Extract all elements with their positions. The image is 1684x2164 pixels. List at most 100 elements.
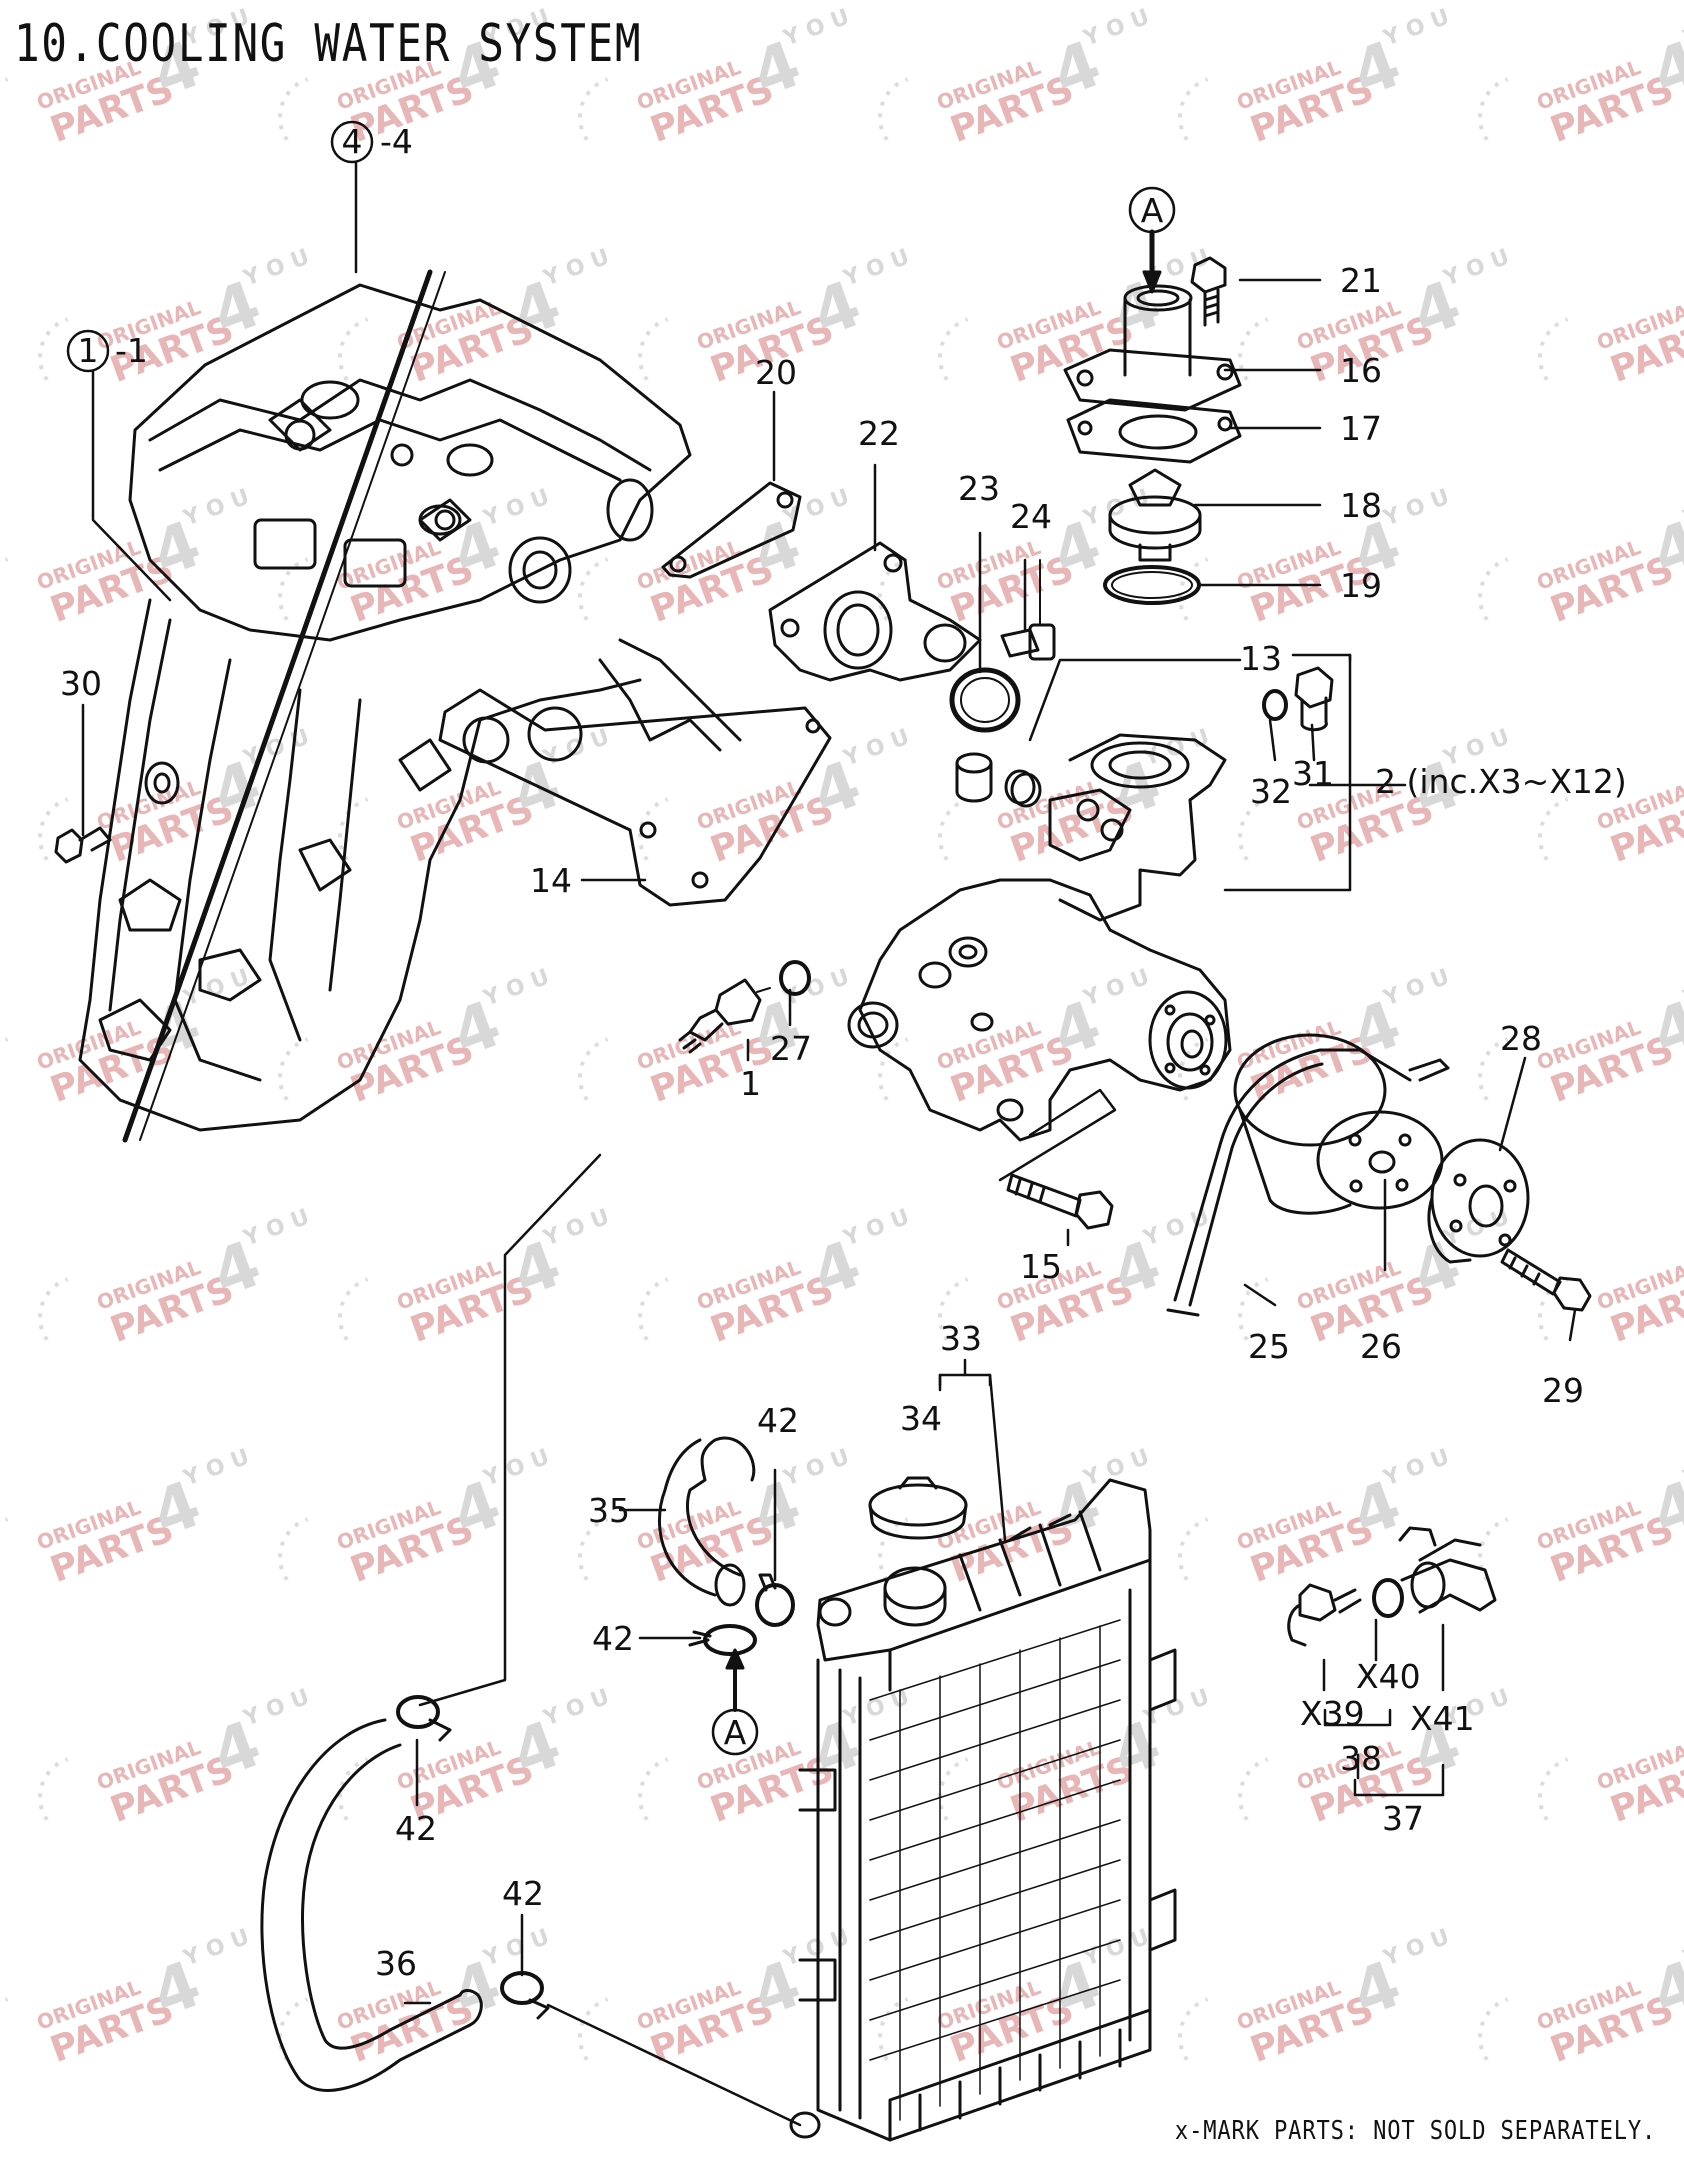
- watermark-you: Y O U: [239, 1685, 312, 1732]
- ref-4-number: 4: [342, 122, 363, 161]
- part-label-14: 14: [530, 861, 572, 900]
- radiator-33-drawing: [789, 1478, 1177, 2142]
- bracket-37: [1353, 1763, 1445, 1797]
- watermark-arc: [1538, 317, 1569, 382]
- watermark-arc: [1478, 557, 1509, 622]
- hose-clamp-42-lower-lower: [500, 1971, 550, 2020]
- watermark-you: Y O U: [539, 1205, 612, 1252]
- watermark-you: Y O U: [779, 1445, 852, 1492]
- part-label-24: 24: [1010, 497, 1052, 536]
- watermark-arc: [938, 1757, 969, 1822]
- watermark-arc: [878, 77, 909, 142]
- ref-4-circle: [330, 120, 374, 164]
- bush-13-drawing: [955, 752, 1042, 808]
- part-label-13: 13: [1240, 639, 1282, 678]
- part-label-42-a: 42: [757, 1401, 799, 1440]
- v-belt-25-drawing: [1166, 1048, 1450, 1317]
- gasket-17-drawing: [1066, 398, 1242, 464]
- watermark-arc: [1238, 797, 1269, 862]
- part-label-26: 26: [1360, 1327, 1402, 1366]
- part-label-16: 16: [1340, 351, 1382, 390]
- part-label-19: 19: [1340, 566, 1382, 605]
- watermark-arc: [1478, 1037, 1509, 1102]
- watermark-arc: [38, 1757, 69, 1822]
- watermark-you: Y O U: [1379, 485, 1452, 532]
- watermark-arc: [0, 557, 9, 622]
- part-label-21: 21: [1340, 261, 1382, 300]
- thermostat-18-drawing: [1108, 468, 1202, 562]
- watermark-you: Y O U: [1379, 1925, 1452, 1972]
- part-label-23: 23: [958, 469, 1000, 508]
- watermark-arc: [1238, 1277, 1269, 1342]
- thermostat-cover-22-drawing: [768, 541, 982, 682]
- ref-4-suffix: -4: [380, 122, 413, 161]
- thermostat-housing-16-drawing: [1063, 284, 1242, 412]
- washer-27-drawing: [779, 960, 811, 996]
- watermark-you: Y O U: [1379, 965, 1452, 1012]
- watermark-arc: [38, 317, 69, 382]
- part-label-33: 33: [940, 1319, 982, 1358]
- watermark-arc: [938, 797, 969, 862]
- watermark-arc: [638, 797, 669, 862]
- watermark-arc: [1238, 1757, 1269, 1822]
- bracket-38: [1323, 1708, 1392, 1727]
- pump-bottom-leader: [998, 1088, 1117, 1182]
- gasket-14-drawing: [438, 688, 832, 907]
- part-label-x39: X39: [1300, 1694, 1365, 1733]
- watermark-arc: [578, 1037, 609, 1102]
- watermark-arc: [0, 1037, 9, 1102]
- radiator-cap-34-drawing: [868, 1476, 968, 1540]
- watermark-arc: [278, 1037, 309, 1102]
- watermark-arc: [1538, 1757, 1569, 1822]
- watermark-you: Y O U: [839, 245, 912, 292]
- part-label-36: 36: [375, 1944, 417, 1983]
- watermark-you: Y O U: [1379, 5, 1452, 52]
- part-label-17: 17: [1340, 409, 1382, 448]
- part-label-32: 32: [1250, 772, 1292, 811]
- watermark-arc: [578, 77, 609, 142]
- watermark-arc: [0, 1517, 9, 1582]
- watermark-arc: [1478, 1517, 1509, 1582]
- watermark-arc: [1478, 77, 1509, 142]
- part-label-2: 2 (inc.X3~X12): [1375, 762, 1627, 801]
- watermark-you: Y O U: [1079, 1445, 1152, 1492]
- callout-a-top-circle: [1128, 186, 1176, 234]
- watermark-you: Y O U: [179, 1445, 252, 1492]
- watermark-arc: [1178, 1037, 1209, 1102]
- watermark-arc: [0, 1997, 9, 2062]
- gasket-20-drawing: [661, 481, 802, 579]
- washer-32-drawing: [1262, 689, 1288, 721]
- watermark-you: Y O U: [539, 1685, 612, 1732]
- callout-a-top-letter: A: [1141, 191, 1164, 230]
- watermark-you: Y O U: [1679, 485, 1684, 532]
- part-label-38: 38: [1340, 1739, 1382, 1778]
- watermark-you: Y O U: [1079, 5, 1152, 52]
- watermark-you: Y O U: [839, 725, 912, 772]
- part-label-20: 20: [755, 353, 797, 392]
- watermark-you: Y O U: [1079, 965, 1152, 1012]
- bolt-15-drawing: [1006, 1173, 1114, 1230]
- ref-1-suffix: -1: [115, 331, 148, 370]
- watermark-arc: [638, 317, 669, 382]
- watermark-you: Y O U: [1679, 1925, 1684, 1972]
- watermark-you: Y O U: [479, 485, 552, 532]
- ref-1-circle: [66, 329, 110, 373]
- part-label-x40: X40: [1356, 1657, 1421, 1696]
- page-title: 10.COOLING WATER SYSTEM: [14, 14, 643, 74]
- watermark-you: Y O U: [1679, 5, 1684, 52]
- watermark-arc: [1178, 77, 1209, 142]
